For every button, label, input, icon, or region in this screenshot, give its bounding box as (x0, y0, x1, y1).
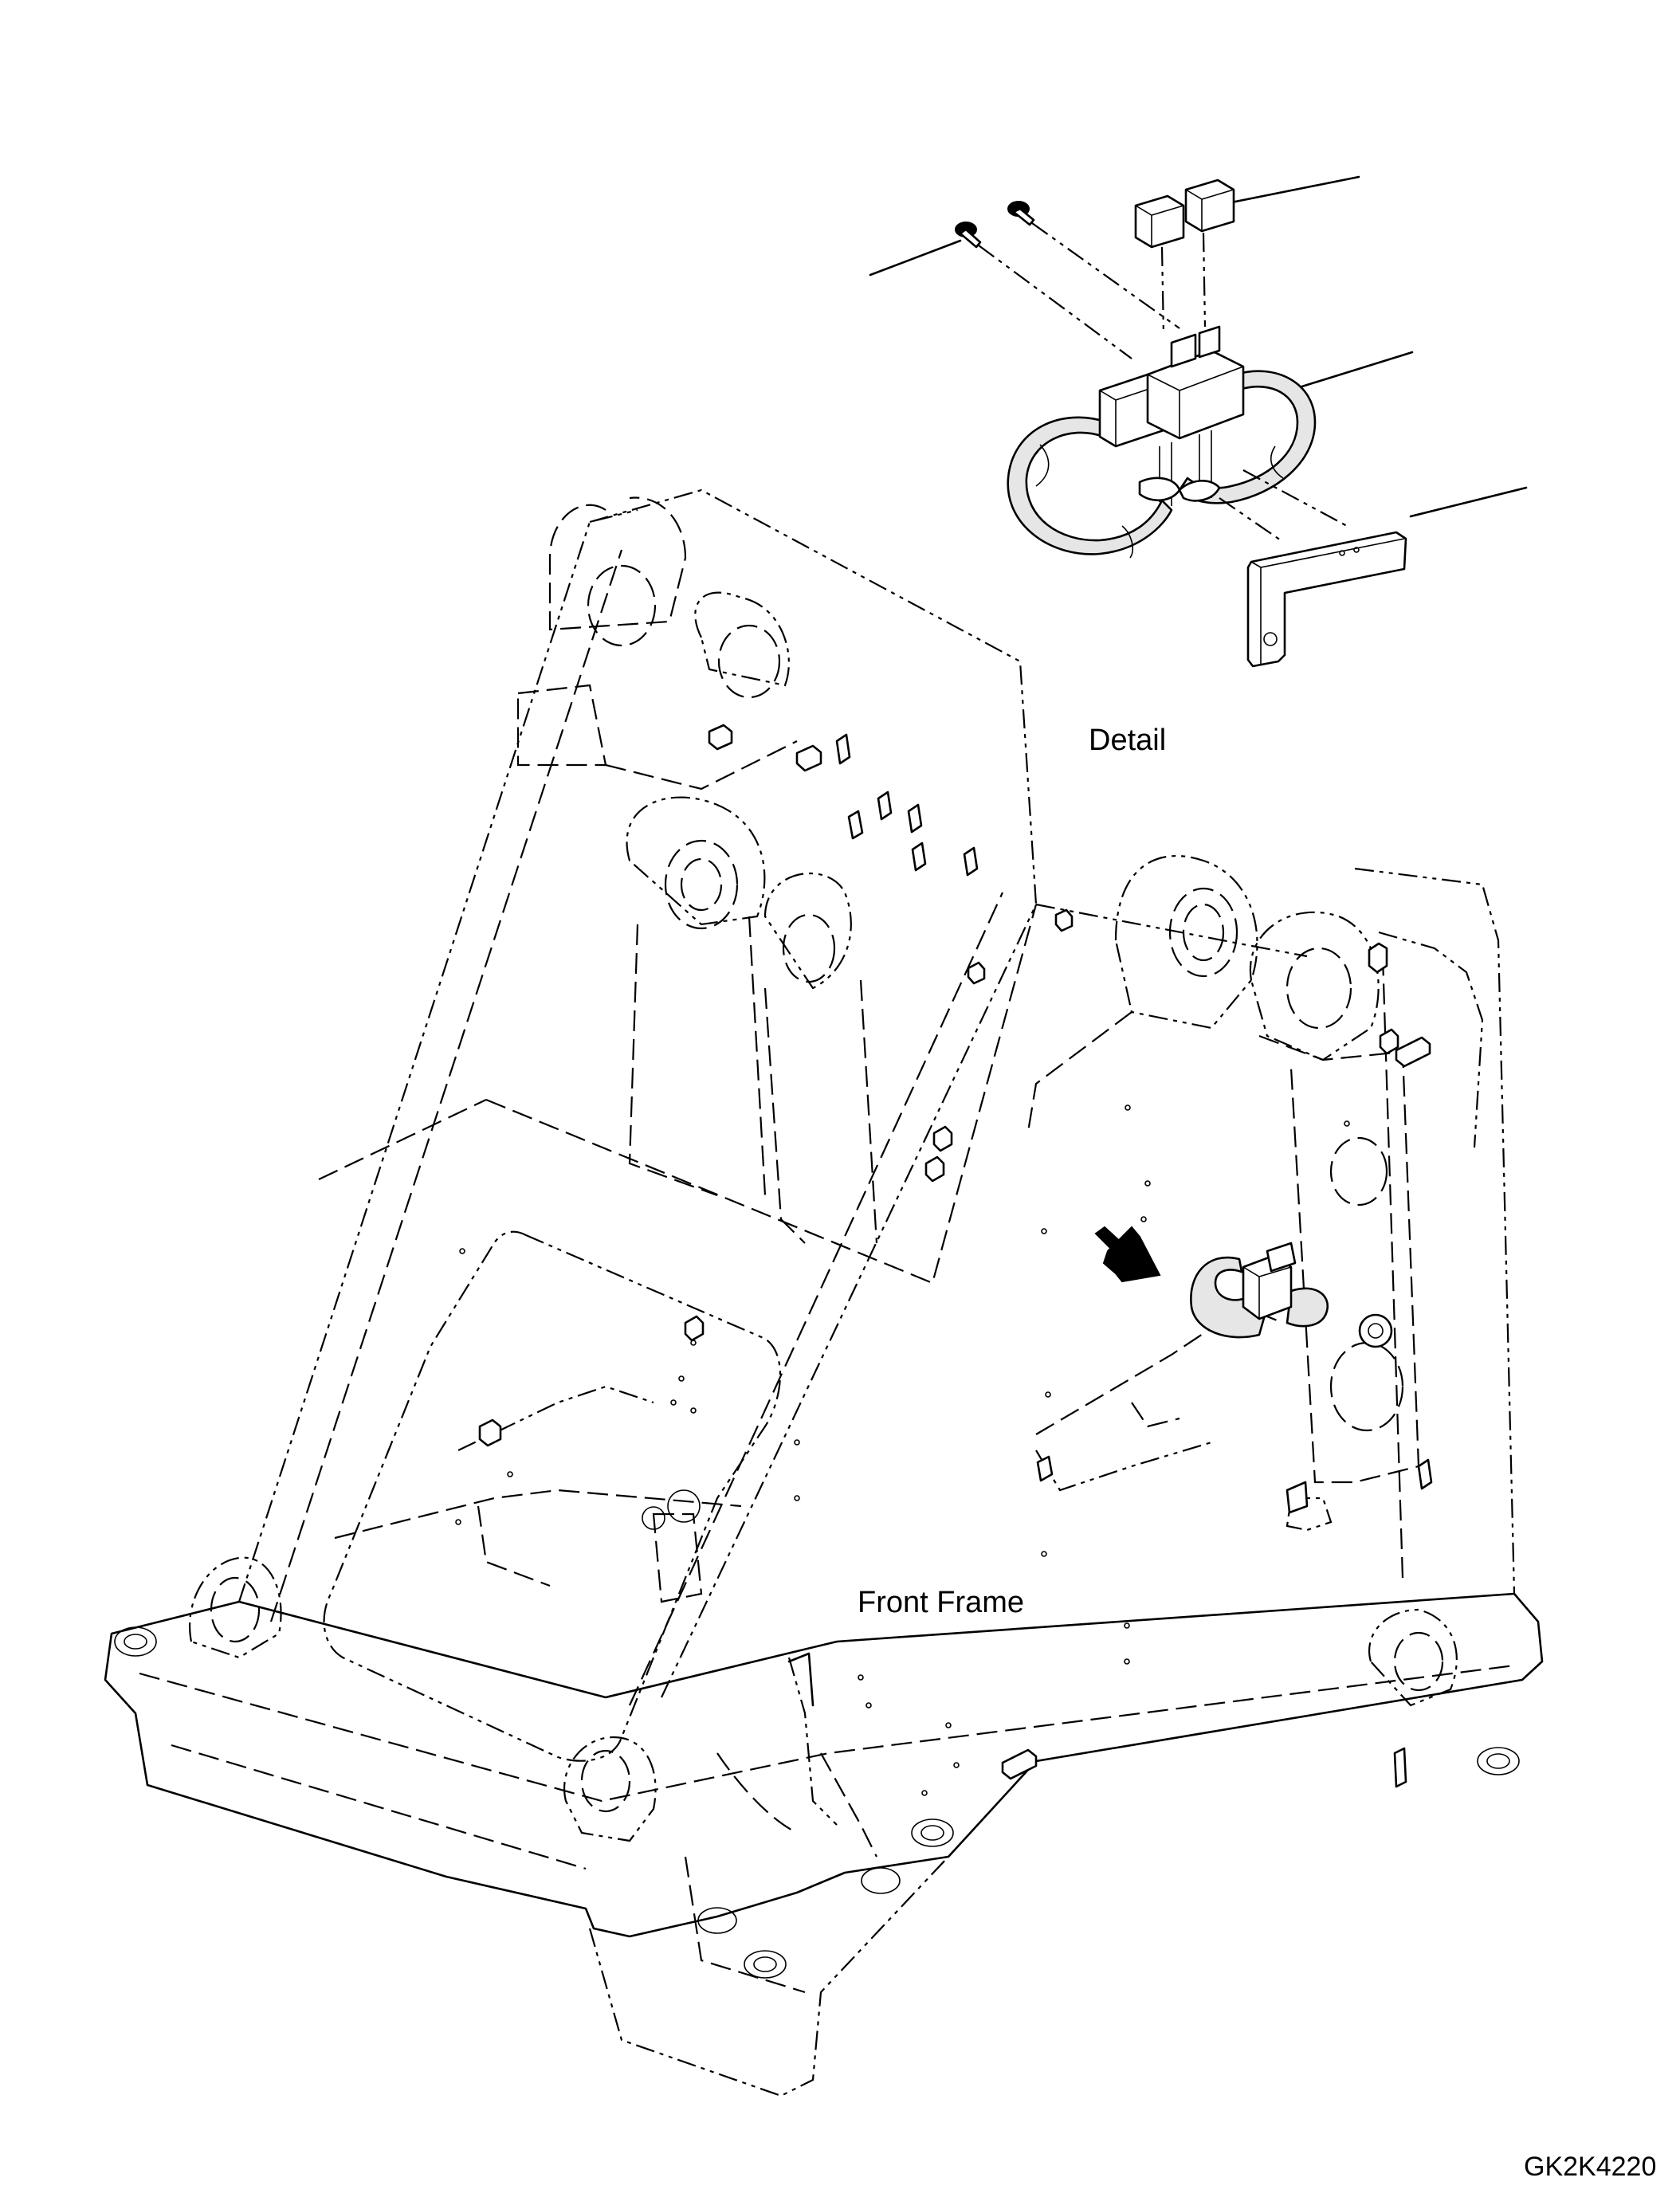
frame-holes (455, 1104, 1350, 1796)
rear-left-boss (516, 496, 798, 791)
detail-view (869, 175, 1528, 668)
bracket-part (1246, 531, 1407, 668)
leader-line-bracket (1409, 486, 1528, 518)
right-rail (1035, 903, 1308, 958)
center-cutout (323, 1230, 781, 1762)
harness-on-frame (1190, 1242, 1393, 1348)
leader-line-screws (869, 239, 962, 277)
front-frame (104, 488, 1544, 2097)
frame-fittings (478, 724, 1433, 1788)
harness-assembly (1007, 325, 1348, 559)
drawing-code: GK2K4220 (1524, 2152, 1657, 2182)
location-arrow-icon (1094, 1226, 1161, 1283)
front-frame-label: Front Frame (858, 1586, 1025, 1619)
relay-parts (1134, 179, 1235, 335)
top-plate (589, 488, 1038, 905)
cross-member (334, 1385, 742, 1603)
left-rail (237, 508, 638, 1603)
screw-parts (955, 201, 1180, 359)
lift-arm-boss-right (1026, 854, 1484, 1148)
detail-label: Detail (1089, 724, 1167, 757)
lift-arm-boss-left (626, 796, 878, 1244)
leader-line-harness (1293, 351, 1414, 390)
front-nose (588, 1652, 949, 2097)
frame-base-outline (104, 1592, 1544, 1938)
right-side-plate (1035, 1034, 1420, 1532)
leader-line-relay (1226, 175, 1360, 205)
front-pin-bosses (114, 1556, 1520, 1979)
